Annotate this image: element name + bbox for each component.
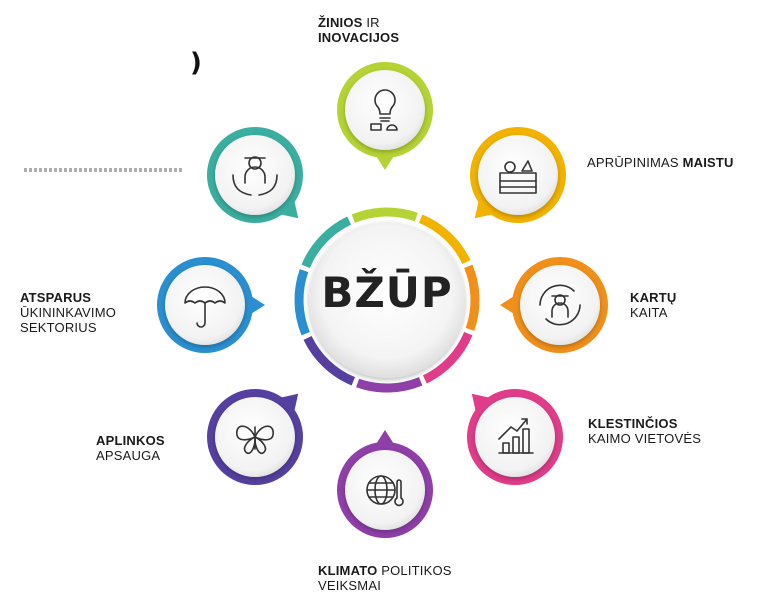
node-climate: [337, 430, 433, 538]
label-generation: KARTŲ KAITA: [630, 290, 677, 320]
cropped-label-remnant: [24, 168, 184, 172]
node-knowledge: [337, 62, 433, 170]
center-ring-segment: [351, 207, 418, 223]
node-generation: [500, 257, 608, 353]
label-knowledge-bold: ŽINIOS: [318, 15, 363, 30]
label-knowledge-line2: INOVACIJOS: [318, 30, 400, 45]
node-disc: [215, 135, 295, 215]
label-environment-bold: APLINKOS: [96, 433, 165, 448]
globe-thermometer-icon: [366, 475, 404, 507]
label-generation-line2: KAITA: [630, 305, 668, 320]
label-climate: KLIMATO POLITIKOS VEIKSMAI: [318, 563, 452, 593]
label-environment: APLINKOS APSAUGA: [96, 433, 165, 463]
center-ring-segment: [294, 269, 310, 336]
node-environment: [207, 389, 303, 485]
label-knowledge-normal: IR: [362, 15, 380, 30]
label-food-normal: APRŪPINIMAS: [587, 155, 683, 170]
center-ring: [294, 207, 480, 393]
center-ring-segment: [418, 214, 471, 265]
label-resilience-line3: SEKTORIUS: [20, 320, 97, 335]
center-ring-segment: [422, 331, 473, 384]
node-food: [470, 127, 566, 223]
node-disc: [345, 70, 425, 150]
label-resilience: ATSPARUS ŪKININKAVIMO SEKTORIUS: [20, 290, 116, 335]
label-climate-normal: POLITIKOS: [377, 563, 452, 578]
center-ring-segment: [301, 216, 352, 269]
cropped-paren: ): [190, 48, 202, 78]
lightbulb-icon: [370, 89, 398, 131]
label-resilience-line2: ŪKININKAVIMO: [20, 305, 117, 320]
node-disc: [478, 135, 558, 215]
center-ring-segment: [356, 377, 423, 393]
growth-chart-icon: [498, 418, 534, 454]
label-food: APRŪPINIMAS MAISTU: [587, 155, 734, 170]
food-crate-icon: [499, 160, 537, 194]
label-rural-bold: KLESTINČIOS: [588, 416, 678, 431]
label-generation-bold: KARTŲ: [630, 290, 677, 305]
node-rural: [467, 389, 563, 485]
label-environment-line2: APSAUGA: [96, 448, 161, 463]
label-knowledge: ŽINIOS IR INOVACIJOS: [318, 15, 399, 45]
node-farmers: [207, 127, 303, 223]
farmer-cycle-icon: [539, 284, 581, 326]
butterfly-icon: [236, 425, 274, 455]
label-climate-line2: VEIKSMAI: [318, 578, 382, 593]
center-disc: [309, 222, 465, 378]
node-resilience: [157, 257, 265, 353]
label-food-bold: MAISTU: [682, 155, 734, 170]
label-resilience-bold: ATSPARUS: [20, 290, 92, 305]
center-ring-segment: [303, 335, 356, 386]
farmer-hands-icon: [232, 156, 278, 196]
umbrella-icon: [184, 286, 226, 328]
center-ring-segment: [464, 264, 480, 331]
center-title: BŽŪP: [321, 268, 453, 317]
label-climate-bold: KLIMATO: [318, 563, 378, 578]
label-rural: KLESTINČIOS KAIMO VIETOVĖS: [588, 416, 701, 446]
label-rural-line2: KAIMO VIETOVĖS: [588, 431, 702, 446]
